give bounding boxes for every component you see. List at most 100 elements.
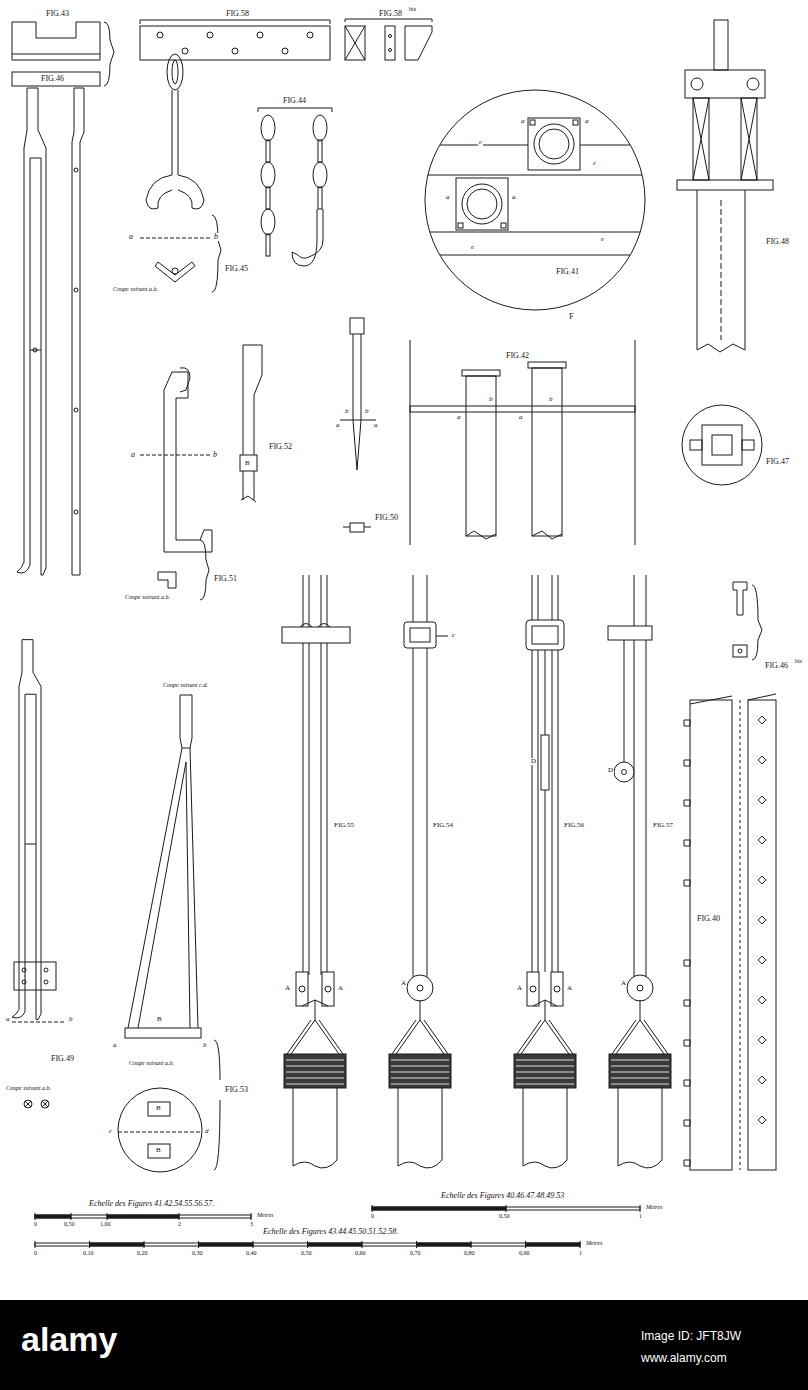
fig46bis-key <box>733 582 747 615</box>
fig42-guides <box>532 368 562 536</box>
reference-letter: B <box>155 1147 162 1154</box>
reference-letter: B <box>155 1105 162 1112</box>
fig56-tackle <box>532 626 558 644</box>
reference-letter: b <box>68 1016 74 1023</box>
fig46-fork <box>72 88 84 575</box>
fig50-spike <box>350 523 364 532</box>
fig42-guides <box>410 340 635 545</box>
fig54-tackle <box>389 1000 451 1168</box>
fig56-tackle <box>541 735 549 790</box>
fig45-hook <box>212 215 221 292</box>
figure-label: FIG.55 <box>333 822 355 829</box>
fig43-block <box>104 22 114 86</box>
fig58-plate <box>389 35 392 38</box>
scale-number: 0,10 <box>82 1250 95 1256</box>
fig57-tackle <box>624 640 625 762</box>
scale-number: 1,00 <box>99 1221 112 1227</box>
fig47-plan <box>682 405 762 485</box>
fig58-plate <box>345 26 365 60</box>
scale-number: 0 <box>370 1213 375 1219</box>
fig50-spike <box>353 334 361 470</box>
reference-letter: a <box>518 414 524 421</box>
fig45-hook <box>140 54 221 292</box>
fig50-spike <box>340 318 376 532</box>
figure-label: FIG.50 <box>374 514 399 522</box>
scale-title: Echelle des Figures 43.44.45.50.51.52.58… <box>262 1228 399 1236</box>
fig40-strip <box>690 700 732 1170</box>
watermark: Image ID: JFT8JW <box>640 1330 742 1342</box>
fig53-frame <box>128 748 198 1028</box>
figure-label: FIG.52 <box>268 443 293 451</box>
fig41-frame <box>534 124 574 164</box>
reference-letter: F <box>568 313 574 321</box>
fig45-hook <box>178 175 204 209</box>
fig55-tackle <box>322 972 334 1006</box>
fig49-fork <box>12 640 41 1020</box>
fig46-fork <box>74 168 78 172</box>
fig58-plate <box>282 48 288 54</box>
figure-label: FIG.57 <box>652 822 674 829</box>
fig48-jack <box>697 190 745 350</box>
fig49-fork <box>12 1022 66 1023</box>
fig49-fork <box>44 968 48 972</box>
fig42-guides <box>410 406 635 412</box>
figure-label: FIG.42 <box>505 352 530 360</box>
fig44-chain <box>258 108 332 266</box>
fig44-chain <box>258 108 332 112</box>
scale-unit: Metres <box>585 1240 603 1246</box>
scale-bar <box>35 1215 71 1218</box>
fig51-hook <box>158 572 176 588</box>
figure-label: FIG.45 <box>224 265 249 273</box>
figure-label: FIG.53 <box>224 1086 249 1094</box>
reference-letter: D <box>530 758 537 765</box>
reference-letter: A <box>337 985 344 992</box>
fig44-chain <box>313 162 327 188</box>
scale-bar <box>90 1243 145 1246</box>
reference-letter: A <box>620 980 627 987</box>
fig58-plate <box>385 26 395 60</box>
fig41-frame <box>539 129 569 159</box>
scale-number: 0,60 <box>354 1250 367 1256</box>
reference-letter: D <box>607 767 614 774</box>
reference-letter: a <box>112 1042 118 1049</box>
scale-number: 1 <box>638 1213 643 1219</box>
fig43-block <box>12 22 114 86</box>
fig56-tackle <box>514 575 576 1168</box>
fig46bis-key <box>738 649 742 653</box>
fig58-plate <box>307 32 313 38</box>
fig51-hook <box>140 455 210 456</box>
fig44-chain <box>266 187 270 209</box>
fig44-chain <box>261 209 275 235</box>
figure-label: FIG.44 <box>282 97 307 105</box>
scale-bar <box>107 1215 179 1218</box>
fig41-frame <box>462 184 502 224</box>
fig48-jack <box>691 78 703 90</box>
reference-letter: a <box>520 118 526 125</box>
fig55-tackle <box>299 986 305 992</box>
fig46-fork <box>74 288 78 292</box>
scale-number: 0,20 <box>136 1250 149 1256</box>
reference-letter: b <box>202 1042 208 1049</box>
reference-letter: b <box>488 396 494 403</box>
fig49-fork <box>25 1101 48 1107</box>
fig53-frame <box>180 695 192 748</box>
fig56-tackle <box>526 620 564 650</box>
scale-number: 0,50 <box>498 1213 511 1219</box>
reference-letter: b <box>212 451 218 459</box>
fig46-fork <box>30 350 41 351</box>
scale-unit: Metres <box>256 1212 274 1218</box>
reference-letter: a <box>511 194 517 201</box>
scale-number: 0 <box>33 1221 38 1227</box>
fig49-fork <box>25 844 36 845</box>
reference-letter: a <box>584 118 590 125</box>
fig52-lever <box>243 345 262 455</box>
fig54-tackle <box>436 636 448 637</box>
fig49-fork <box>14 962 56 990</box>
reference-letter: d <box>204 1128 210 1135</box>
fig54-tackle <box>404 622 436 648</box>
fig57-tackle <box>622 770 627 775</box>
fig55-tackle <box>284 1000 346 1168</box>
fig41-frame <box>458 223 463 228</box>
fig48-jack <box>697 344 745 352</box>
